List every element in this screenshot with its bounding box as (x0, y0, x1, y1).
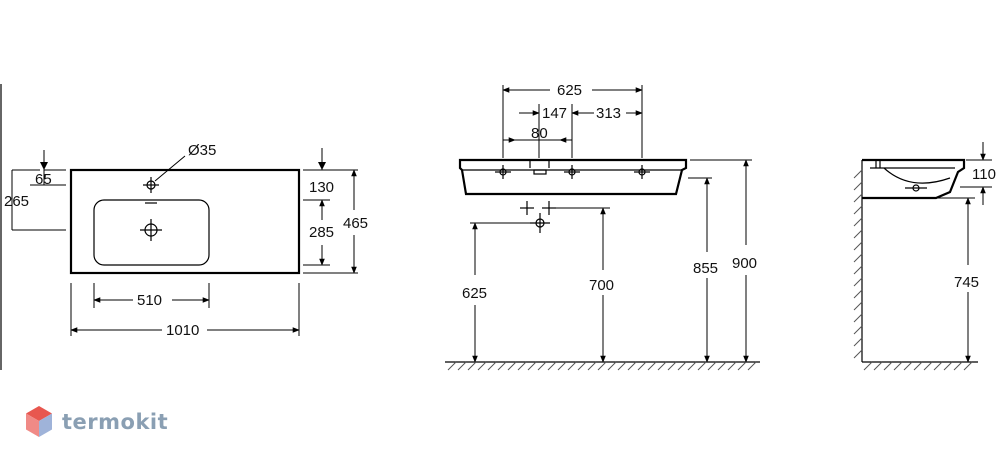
label-313: 313 (596, 105, 621, 122)
diameter-leader (154, 155, 186, 182)
tap-hole (143, 177, 159, 193)
bowl-outline-top (93, 199, 210, 266)
label-900: 900 (732, 255, 757, 272)
label-465: 465 (343, 215, 368, 232)
label-700: 700 (589, 277, 614, 294)
tap-holes-front (495, 165, 650, 179)
label-110: 110 (972, 166, 996, 183)
label-1010: 1010 (166, 322, 199, 339)
label-265: 265 (4, 193, 29, 210)
brand-name: termokit (62, 410, 169, 434)
side-view: 110 745 (853, 142, 996, 371)
label-hole-diameter: Ø35 (188, 142, 216, 159)
label-510: 510 (137, 292, 162, 309)
floor-hatch-front (447, 361, 757, 371)
label-65: 65 (35, 171, 52, 188)
floor-hatch-side (863, 361, 973, 371)
basin-outline-front (458, 158, 688, 196)
top-view: Ø35 65 265 130 285 465 510 (4, 142, 368, 339)
basin-outline-top (69, 168, 301, 275)
front-view: 625 147 313 80 625 700 855 900 (445, 82, 760, 371)
bowl-curve-side (883, 167, 951, 184)
label-80: 80 (531, 125, 548, 142)
label-625-top: 625 (557, 82, 582, 99)
label-130: 130 (309, 179, 334, 196)
brand-logo: termokit (24, 404, 168, 440)
hexagon-cube-icon (26, 406, 52, 437)
label-625-side: 625 (462, 285, 487, 302)
label-745: 745 (954, 274, 979, 291)
wall-hatch (853, 169, 863, 359)
label-147: 147 (542, 105, 567, 122)
drain-hole (140, 219, 162, 241)
label-855: 855 (693, 260, 718, 277)
fixing-points-front (520, 201, 556, 233)
label-285: 285 (309, 224, 334, 241)
